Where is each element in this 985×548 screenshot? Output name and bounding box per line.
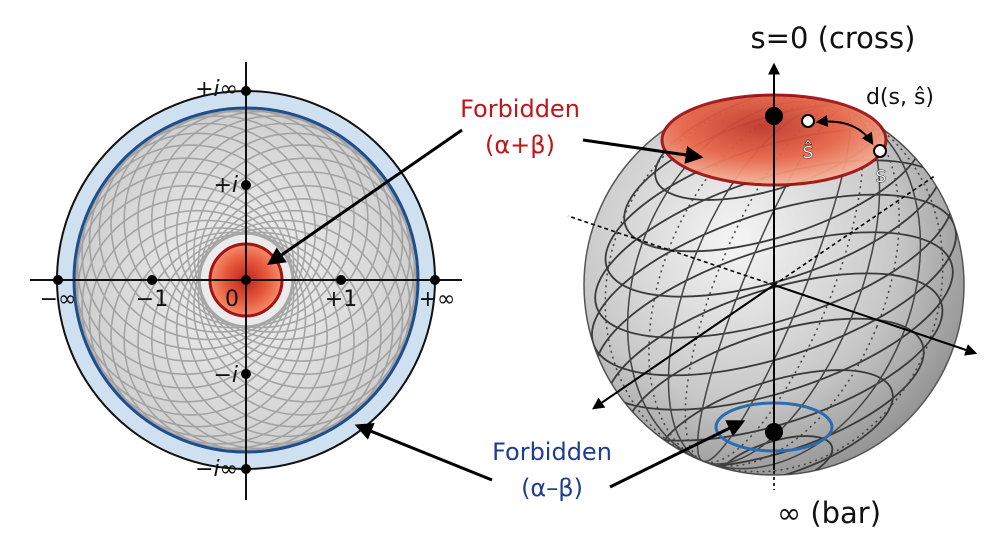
spiral-circle [185,132,404,351]
spiral-circle [193,198,411,416]
point-minus-i-inf [241,464,251,474]
forbidden-sum-title: Forbidden [460,95,580,123]
label-zero: 0 [225,287,239,312]
point-plus-i [241,180,251,190]
s-hat-point [801,114,815,128]
sphere-x-axis-back [567,215,775,286]
arrow-to-red-disk [267,128,463,266]
spiral-circle [110,227,328,445]
distance-arrow [815,115,874,146]
distance-label: d(s, ŝ) [866,85,934,110]
sphere-y-axis [592,284,775,410]
spiral-circle [88,209,307,428]
spiral-circle [76,157,295,376]
forbidden-diff-annotation: Forbidden (α–β) [354,420,746,502]
spiral-circle [193,144,411,362]
arrow-to-red-cap [582,138,704,164]
label-minus-inf: −∞ [40,287,77,312]
s-label: s [875,163,886,188]
label-plus-one: +1 [325,287,357,312]
sphere-band [591,193,957,377]
label-plus-i: +i [213,173,238,198]
spiral-circle [88,132,307,351]
riemann-sphere: ŝ s d(s, ŝ) s=0 (cross) ∞ (bar) [567,21,978,530]
north-pole-point [765,107,783,125]
point-minus-inf [53,275,63,285]
forbidden-diff-subtitle: (α–β) [521,474,583,502]
forbidden-sum-annotation: Forbidden (α+β) [267,95,704,266]
sphere-meridian [604,97,944,473]
label-minus-i-inf: −i∞ [195,457,238,482]
s-hat-label: ŝ [802,139,813,164]
spiral-circle [197,184,416,403]
label-minus-i: −i [213,363,238,388]
south-pole-point [765,423,783,441]
poincare-disk: +i∞ +i −∞ −1 0 +1 +∞ −i −i∞ [30,62,462,500]
spiral-circle [197,157,416,376]
point-plus-inf [430,275,440,285]
s-point [873,144,887,158]
arrow-to-disk-boundary [354,423,493,482]
spiral-circle [98,219,317,438]
spiral-circle [164,227,382,445]
forbidden-sum-subtitle: (α+β) [485,131,555,159]
spiral-circle [175,122,394,341]
arrow-to-blue-ring [609,420,746,489]
point-plus-one [336,275,346,285]
label-plus-i-inf: +i∞ [195,77,238,102]
spiral-circle [185,209,404,428]
forbidden-diff-title: Forbidden [492,438,612,466]
point-plus-i-inf [241,86,251,96]
spiral-circle [81,198,299,416]
north-pole-label: s=0 (cross) [751,21,916,55]
spiral-circle [81,144,299,362]
spiral-circle [150,110,369,329]
sphere-y-axis-back [773,174,937,286]
point-minus-one [147,275,157,285]
spiral-circle [175,219,394,438]
spiral-circle [164,115,382,333]
point-minus-i [241,369,251,379]
south-pole-label: ∞ (bar) [777,496,881,530]
label-plus-inf: +∞ [419,287,456,312]
point-zero [241,275,251,285]
spiral-circle [123,231,341,450]
label-minus-one: −1 [136,287,168,312]
sphere-x-axis [773,284,978,356]
